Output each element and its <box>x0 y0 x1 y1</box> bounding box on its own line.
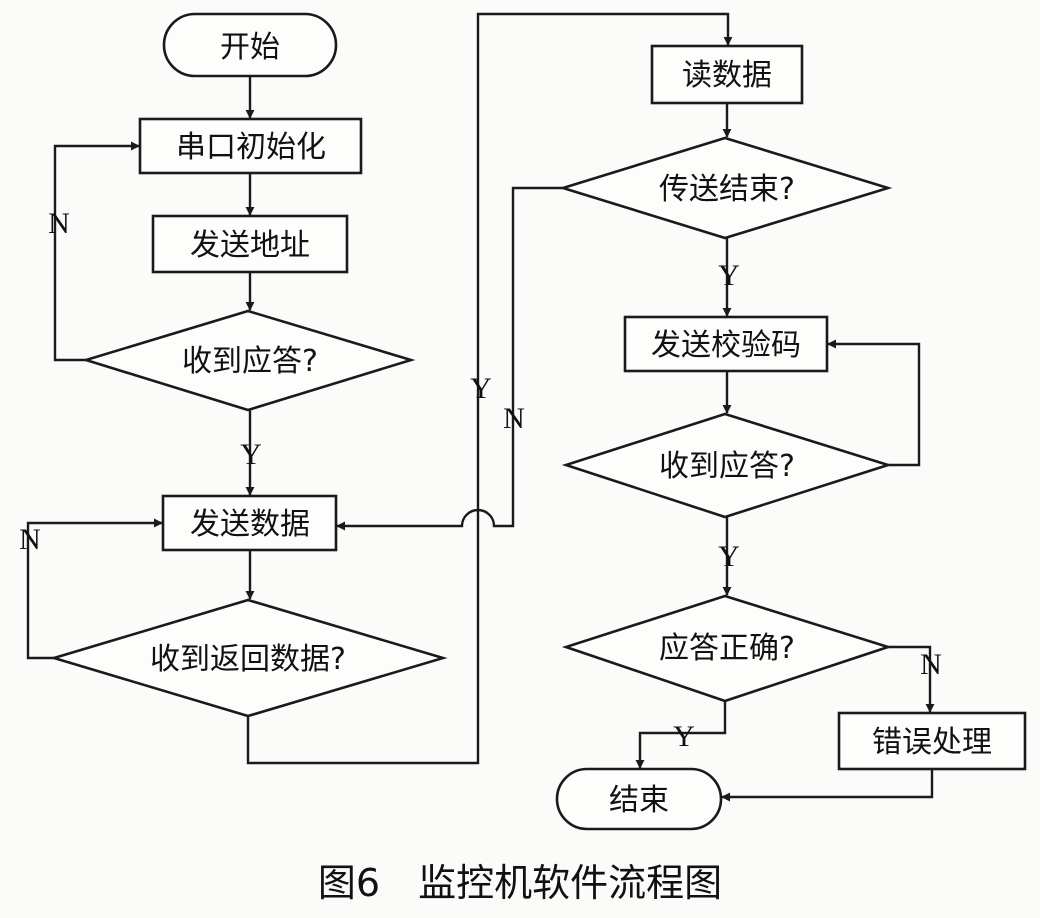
path-error-to-end <box>721 769 934 802</box>
send-data-label: 发送数据 <box>190 507 310 542</box>
transfer-done-label: 传送结束? <box>659 172 795 207</box>
path-transfer-no-to-send-data <box>336 186 563 531</box>
serial-init-label: 串口初始化 <box>176 130 326 165</box>
edge-label-transfer-yes: Y <box>718 259 740 292</box>
ack-correct-label: 应答正确? <box>659 631 795 666</box>
transfer-done-decision <box>558 136 893 240</box>
ack-received-2-label: 收到应答? <box>659 449 795 484</box>
ack-received-1-label: 收到应答? <box>182 344 318 379</box>
read-data-label: 读数据 <box>682 58 772 93</box>
ack-received-2-decision <box>561 412 893 519</box>
path-return-yes-to-read-data <box>246 12 733 765</box>
serial-init-process <box>138 117 363 175</box>
edge-label-correct-yes: Y <box>673 720 695 753</box>
loop-ack1-no-to-init <box>53 141 140 362</box>
loop-return-no-to-send-data <box>26 518 163 660</box>
end-terminal <box>555 767 723 831</box>
edge-label-return-no: N <box>19 523 41 556</box>
edge-label-ack2-yes: Y <box>718 540 740 573</box>
path-correct-yes-to-end <box>635 701 727 769</box>
edge-label-ack1-no: N <box>48 207 70 240</box>
edge-label-correct-no: N <box>920 648 942 681</box>
end-label: 结束 <box>609 783 669 818</box>
path-correct-no-to-error <box>888 645 935 713</box>
figure-caption: 图6 监控机软件流程图 <box>318 861 722 905</box>
loop-ack2-no-to-checksum <box>827 339 921 467</box>
start-label: 开始 <box>220 30 280 65</box>
send-address-process <box>151 214 349 274</box>
edge-label-ack1-yes: Y <box>240 438 262 471</box>
error-handling-label: 错误处理 <box>872 725 992 760</box>
ack-received-1-decision <box>81 309 416 412</box>
send-data-process <box>161 494 338 552</box>
edge-label-return-yes: Y <box>470 372 492 405</box>
send-address-label: 发送地址 <box>190 228 310 263</box>
send-checksum-label: 发送校验码 <box>651 328 801 363</box>
return-data-label: 收到返回数据? <box>150 642 346 677</box>
edge-label-transfer-no: N <box>503 402 525 435</box>
